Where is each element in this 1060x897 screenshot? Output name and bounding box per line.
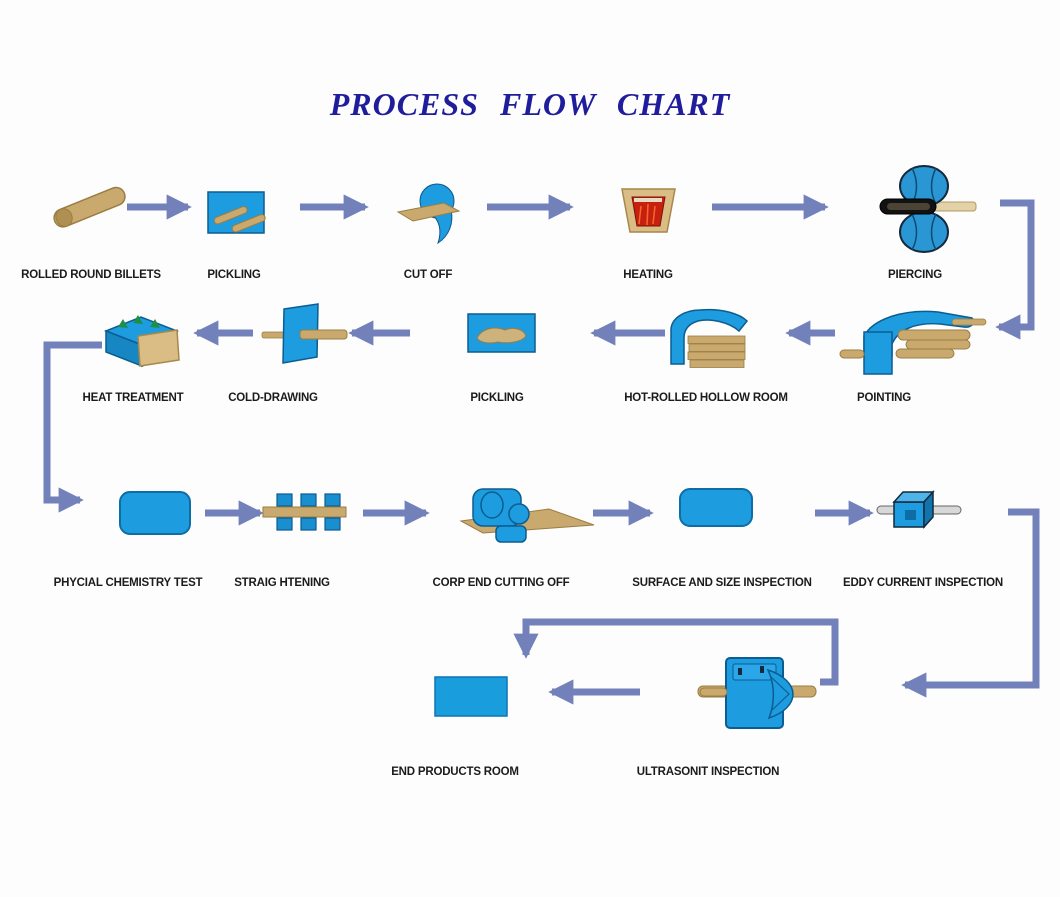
ultrasonit-inspection-icon xyxy=(697,657,817,729)
label-piercing: PIERCING xyxy=(888,269,942,281)
phycial-chemistry-test-icon xyxy=(119,491,191,535)
cold-drawing-die-icon xyxy=(261,303,348,364)
label-hot-rolled-hollow-room: HOT-ROLLED HOLLOW ROOM xyxy=(624,392,788,404)
eddy-current-inspection-icon xyxy=(876,490,962,529)
label-pointing: POINTING xyxy=(857,392,911,404)
heat-treatment-icon xyxy=(103,315,180,368)
label-phycial-chemistry-test: PHYCIAL CHEMISTRY TEST xyxy=(53,577,203,589)
label-pickling-1: PICKLING xyxy=(207,269,261,281)
label-pickling-2: PICKLING xyxy=(470,392,524,404)
label-heating: HEATING xyxy=(623,269,673,281)
piercing-mill-icon xyxy=(879,165,977,253)
label-straightening: STRAIG HTENING xyxy=(234,577,330,589)
label-cold-drawing: COLD-DRAWING xyxy=(228,392,318,404)
label-corp-end-cutting-off: CORP END CUTTING OFF xyxy=(432,577,570,589)
pickling-bath2-icon xyxy=(467,313,536,353)
label-cut-off: CUT OFF xyxy=(403,269,453,281)
corp-end-cutting-off-icon xyxy=(459,488,595,543)
connector-eddy-to-ultrasonit xyxy=(901,508,1040,698)
page-title: PROCESS FLOW CHART xyxy=(329,86,731,122)
cut-off-icon xyxy=(396,183,461,245)
heating-furnace-icon xyxy=(621,188,676,233)
label-ultrasonit-inspection: ULTRASONIT INSPECTION xyxy=(636,766,780,778)
connector-ultrasonit-to-endproducts xyxy=(513,618,839,686)
rolled-round-billets-icon xyxy=(53,186,126,228)
label-end-products-room: END PRODUCTS ROOM xyxy=(391,766,519,778)
pointing-machine-icon xyxy=(839,310,987,375)
label-surface-and-size-inspection: SURFACE AND SIZE INSPECTION xyxy=(632,577,812,589)
label-heat-treatment: HEAT TREATMENT xyxy=(82,392,184,404)
label-rolled-round-billets: ROLLED ROUND BILLETS xyxy=(21,269,161,281)
connector-heattreatment-to-chemtest xyxy=(43,341,102,513)
label-eddy-current-inspection: EDDY CURRENT INSPECTION xyxy=(842,577,1004,589)
end-products-room-icon xyxy=(434,676,508,717)
connector-piercing-to-pointing xyxy=(995,199,1035,340)
hot-rolled-hollow-room-icon xyxy=(670,308,749,368)
surface-and-size-inspection-icon xyxy=(679,488,753,527)
pickling-bath-icon xyxy=(207,191,266,234)
straightening-rolls-icon xyxy=(262,493,347,531)
